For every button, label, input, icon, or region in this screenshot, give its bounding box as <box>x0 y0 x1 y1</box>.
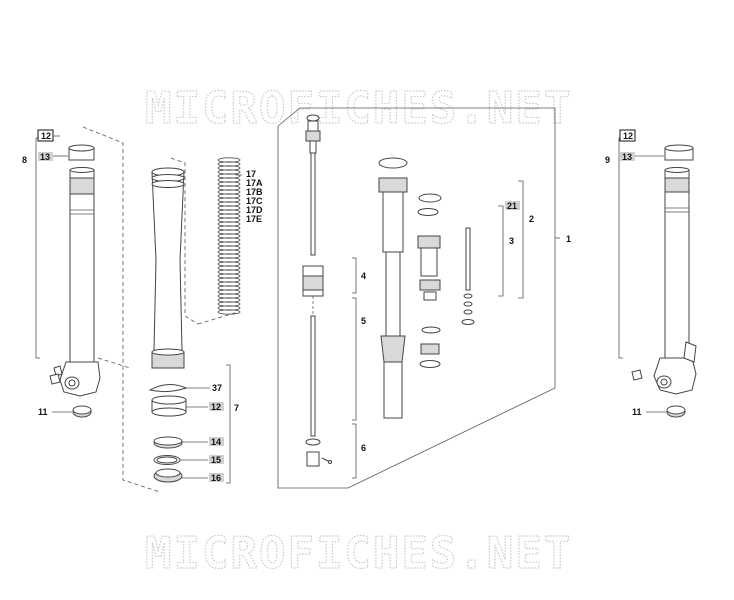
bushing-12[interactable] <box>151 395 187 417</box>
callout-17b: 17B <box>246 187 263 197</box>
washer-14[interactable] <box>153 436 183 449</box>
callout-16: 16 <box>211 473 221 483</box>
callout-15: 15 <box>211 455 221 465</box>
callout-12-left-box <box>37 129 54 142</box>
callout-12-left: 12 <box>41 131 51 141</box>
rod-5[interactable] <box>310 315 316 437</box>
callout-9: 9 <box>605 155 610 165</box>
dust-seal-16[interactable] <box>153 468 183 483</box>
callout-37: 37 <box>212 383 222 393</box>
callout-17e: 17E <box>246 214 262 224</box>
left-fork-leg[interactable] <box>49 144 101 397</box>
valve-4[interactable] <box>302 265 324 297</box>
callout-6: 6 <box>361 443 366 453</box>
callout-12-right-box <box>619 129 636 142</box>
callout-5: 5 <box>361 316 366 326</box>
circlip-37[interactable] <box>148 384 188 393</box>
callout-13-right: 13 <box>622 152 632 162</box>
callout-8: 8 <box>22 155 27 165</box>
callout-2: 2 <box>529 214 534 224</box>
callout-4: 4 <box>361 271 366 281</box>
washer-11-right[interactable] <box>666 405 686 418</box>
callout-11-right: 11 <box>632 407 642 417</box>
right-fork-leg[interactable] <box>631 144 697 395</box>
rod-small[interactable] <box>465 227 471 291</box>
watermark-bottom: MICROFICHES.NET <box>145 528 572 579</box>
callout-3: 3 <box>509 236 514 246</box>
callout-21: 21 <box>507 201 517 211</box>
spring-coil <box>217 309 241 315</box>
callout-12-right: 12 <box>623 131 633 141</box>
compression-valve-3[interactable] <box>417 193 442 301</box>
callout-12-mid: 12 <box>211 402 221 412</box>
callout-1: 1 <box>566 234 571 244</box>
damper-rod[interactable] <box>305 114 321 256</box>
fork-spring[interactable] <box>217 157 241 315</box>
callout-17: 17 <box>246 169 256 179</box>
valve-6[interactable] <box>305 438 332 467</box>
cartridge-tube[interactable] <box>378 157 408 419</box>
callout-13-left: 13 <box>40 152 50 162</box>
oil-seal-15[interactable] <box>153 455 181 465</box>
shims[interactable] <box>419 293 475 368</box>
watermark-top: MICROFICHES.NET <box>145 83 572 134</box>
callout-14: 14 <box>211 437 221 447</box>
washer-11-left[interactable] <box>72 405 92 418</box>
callout-11-left: 11 <box>38 407 48 417</box>
cartridge-group-outline <box>277 107 556 489</box>
callout-7: 7 <box>234 403 239 413</box>
callout-17d: 17D <box>246 205 263 215</box>
callout-17c: 17C <box>246 196 263 206</box>
callout-17a: 17A <box>246 178 263 188</box>
outer-tube[interactable] <box>151 167 185 369</box>
